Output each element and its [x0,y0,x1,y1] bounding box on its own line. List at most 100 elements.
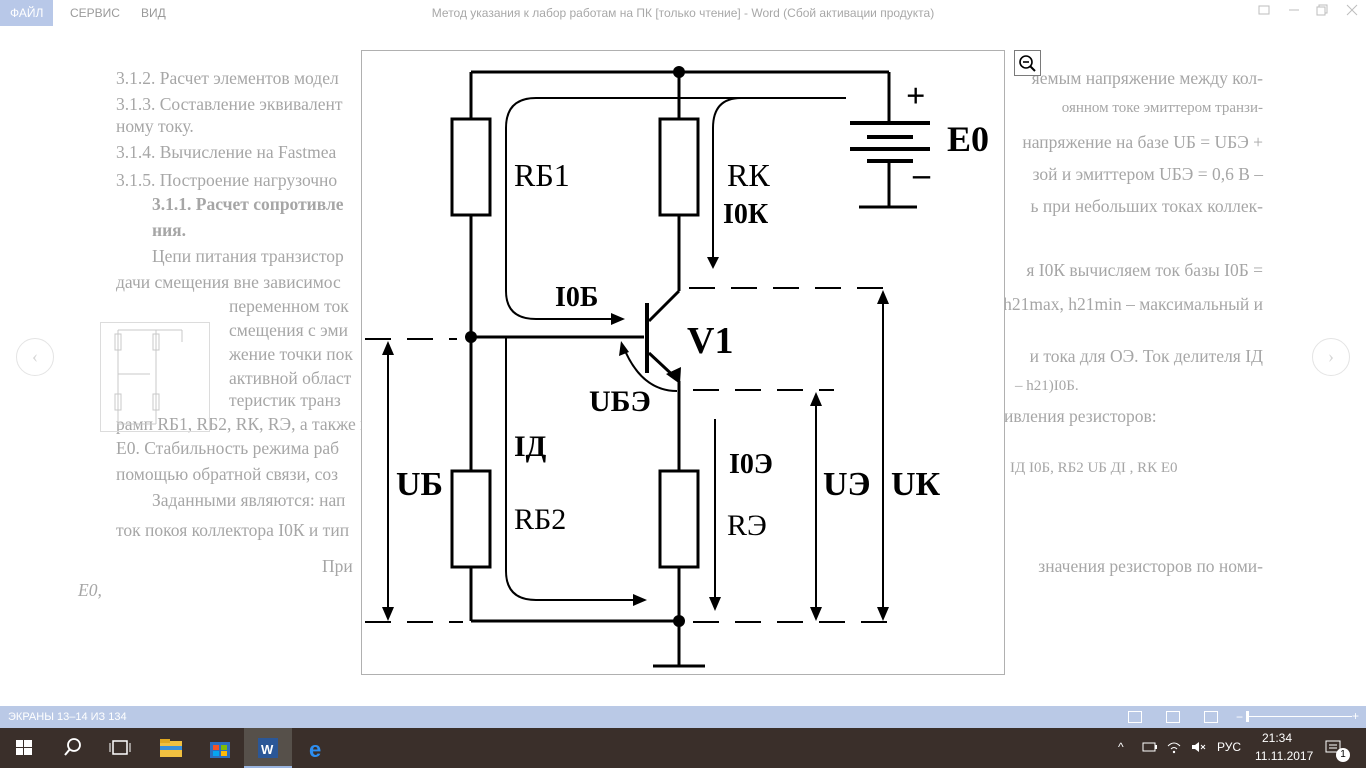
svg-text:e: e [309,737,321,762]
section-heading: 3.1.1. Расчет сопротивле [152,194,344,214]
prev-screen-button[interactable]: ‹ [16,338,54,376]
task-view-button[interactable] [96,728,144,768]
text-line-right: я I0К вычисляем ток базы I0Б = [1026,260,1263,280]
text-line: Цепи питания транзистор [152,246,344,266]
minimize-icon[interactable] [1282,2,1306,24]
text-line-right: и тока для ОЭ. Ток делителя IД [1029,346,1263,366]
task-view-icon [109,740,131,755]
title-bar: ФАЙЛ СЕРВИС ВИД Метод указания к лабор р… [0,0,1366,26]
text-line: активной област [229,368,352,388]
language-indicator[interactable]: РУС [1217,740,1242,754]
clock-date[interactable]: 11.11.2017 [1255,749,1314,763]
text-line: помощью обратной связи, соз [116,464,339,484]
ub-label: UБ [396,466,443,503]
text-line: E0, [78,580,102,600]
text-line: рамп RБ1, RБ2, RК, RЭ, а также н [116,414,370,434]
word-icon: W [258,738,278,758]
zoom-slider[interactable] [1246,716,1352,717]
text-line: переменном ток [229,296,349,316]
taskbar-word[interactable]: W [244,728,292,768]
status-bar: ЭКРАНЫ 13–14 ИЗ 134 − + [0,706,1366,728]
text-line: 3.1.4. Вычисление на Fastmea [116,142,337,162]
zoom-out-icon [1019,55,1036,72]
text-line: 3.1.2. Расчет элементов модел [116,68,339,88]
text-line-right: значения резисторов по номи- [1038,556,1263,576]
circuit-thumbnail[interactable] [100,322,210,432]
chevron-up-icon[interactable]: ^ [1118,740,1124,754]
text-line-right: – h21)I0Б. [1015,378,1079,394]
web-layout-icon[interactable] [1204,711,1218,723]
start-button[interactable] [0,728,48,768]
folder-icon [160,739,182,757]
ue-label: UЭ [823,466,871,503]
clock-time[interactable]: 21:34 [1262,731,1293,745]
battery-minus-label: – [912,156,931,193]
i0e-label: I0Э [729,449,773,480]
document-page: 3.1.2. Расчет элементов модел 3.1.3. Сос… [0,26,1366,706]
tab-view[interactable]: ВИД [141,6,166,20]
taskbar: W e ^ РУС 21:34 11.11.2017 1 [0,728,1366,768]
close-icon[interactable] [1340,2,1364,24]
text-line: теристик транз [229,390,341,410]
text-line: ток покоя коллектора I0К и тип [116,520,350,540]
text-line-right: оянном токе эмиттером транзи- [1061,100,1263,116]
volume-muted-icon[interactable] [1190,740,1206,754]
restore-icon[interactable] [1310,2,1334,24]
e0-label: E0 [947,119,989,159]
tab-file[interactable]: ФАЙЛ [0,0,54,26]
rk-label: RК [727,157,770,193]
taskbar-explorer[interactable] [148,728,196,768]
v1-label: V1 [687,320,733,362]
text-line: E0. Стабильность режима раб [116,438,340,458]
zoom-slider-thumb[interactable] [1246,711,1249,722]
rb2-label: RБ2 [514,503,566,536]
edge-icon: e [309,737,321,762]
text-line-right: IД I0Б, RБ2 UБ ДI , RК Е0 [1010,460,1178,476]
taskbar-edge[interactable]: e [294,728,342,768]
text-line-right: ь при небольших токах коллек- [1030,196,1263,216]
search-button[interactable] [48,728,96,768]
text-line: 3.1.5. Построение нагрузочно [116,170,338,190]
i0k-label: I0К [723,199,769,230]
battery-icon[interactable] [1142,740,1158,754]
figure-popup[interactable]: + – E0 RБ1 RК I0К I0Б V1 UБЭ IД UБ RБ2 I… [361,50,1005,675]
circuit-diagram: + – E0 RБ1 RК I0К I0Б V1 UБЭ IД UБ RБ2 I… [365,66,989,668]
text-line-right: яемым напряжение между кол- [1031,68,1263,88]
text-line-right: ивления резисторов: [1004,406,1157,426]
zoom-plus-icon[interactable]: + [1352,709,1360,723]
rb1-label: RБ1 [514,157,570,193]
i0b-label: I0Б [555,282,598,313]
text-line: Заданными являются: нап [152,490,346,510]
notification-badge: 1 [1336,748,1350,762]
text-line: жение точки пок [229,344,353,364]
text-line-right: h21max, h21min – максимальный и [1003,294,1263,314]
battery-plus-label: + [906,78,925,115]
id-label: IД [514,430,547,463]
notifications-icon[interactable] [1324,738,1344,758]
section-heading-cont: ния. [152,220,187,240]
ube-label: UБЭ [589,385,651,418]
windows-icon [16,740,32,755]
window-title: Метод указания к лабор работам на ПК [то… [431,6,935,20]
wifi-icon[interactable] [1166,740,1182,754]
text-line-right: зой и эмиттером UБЭ = 0,6 В – [1032,164,1263,184]
text-line: 3.1.3. Составление эквивалент [116,94,343,114]
uk-label: UК [891,466,941,503]
print-layout-icon[interactable] [1166,711,1180,723]
zoom-out-button[interactable] [1014,50,1041,76]
taskbar-store[interactable] [196,728,244,768]
zoom-minus-icon[interactable]: − [1236,710,1244,724]
tab-service[interactable]: СЕРВИС [70,6,120,20]
text-line-right: напряжение на базе UБ = UБЭ + [1022,132,1263,152]
search-icon [64,738,81,756]
store-icon [210,742,230,758]
re-label: RЭ [727,509,767,542]
screen-count: ЭКРАНЫ 13–14 ИЗ 134 [8,711,127,723]
text-line: ному току. [116,116,194,136]
read-mode-icon[interactable] [1128,711,1142,723]
text-line: При [322,556,353,576]
next-screen-button[interactable]: › [1312,338,1350,376]
text-line: дачи смещения вне зависимос [116,272,341,292]
text-line: смещения с эми [229,320,348,340]
fullscreen-icon[interactable] [1252,2,1276,24]
